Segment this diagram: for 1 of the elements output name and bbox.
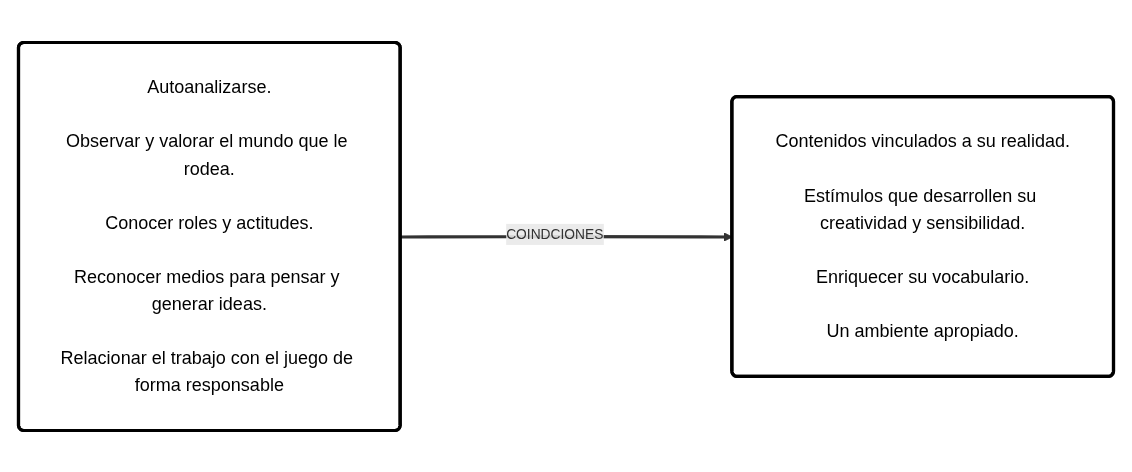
edge-label: COINDCIONES bbox=[506, 225, 604, 242]
